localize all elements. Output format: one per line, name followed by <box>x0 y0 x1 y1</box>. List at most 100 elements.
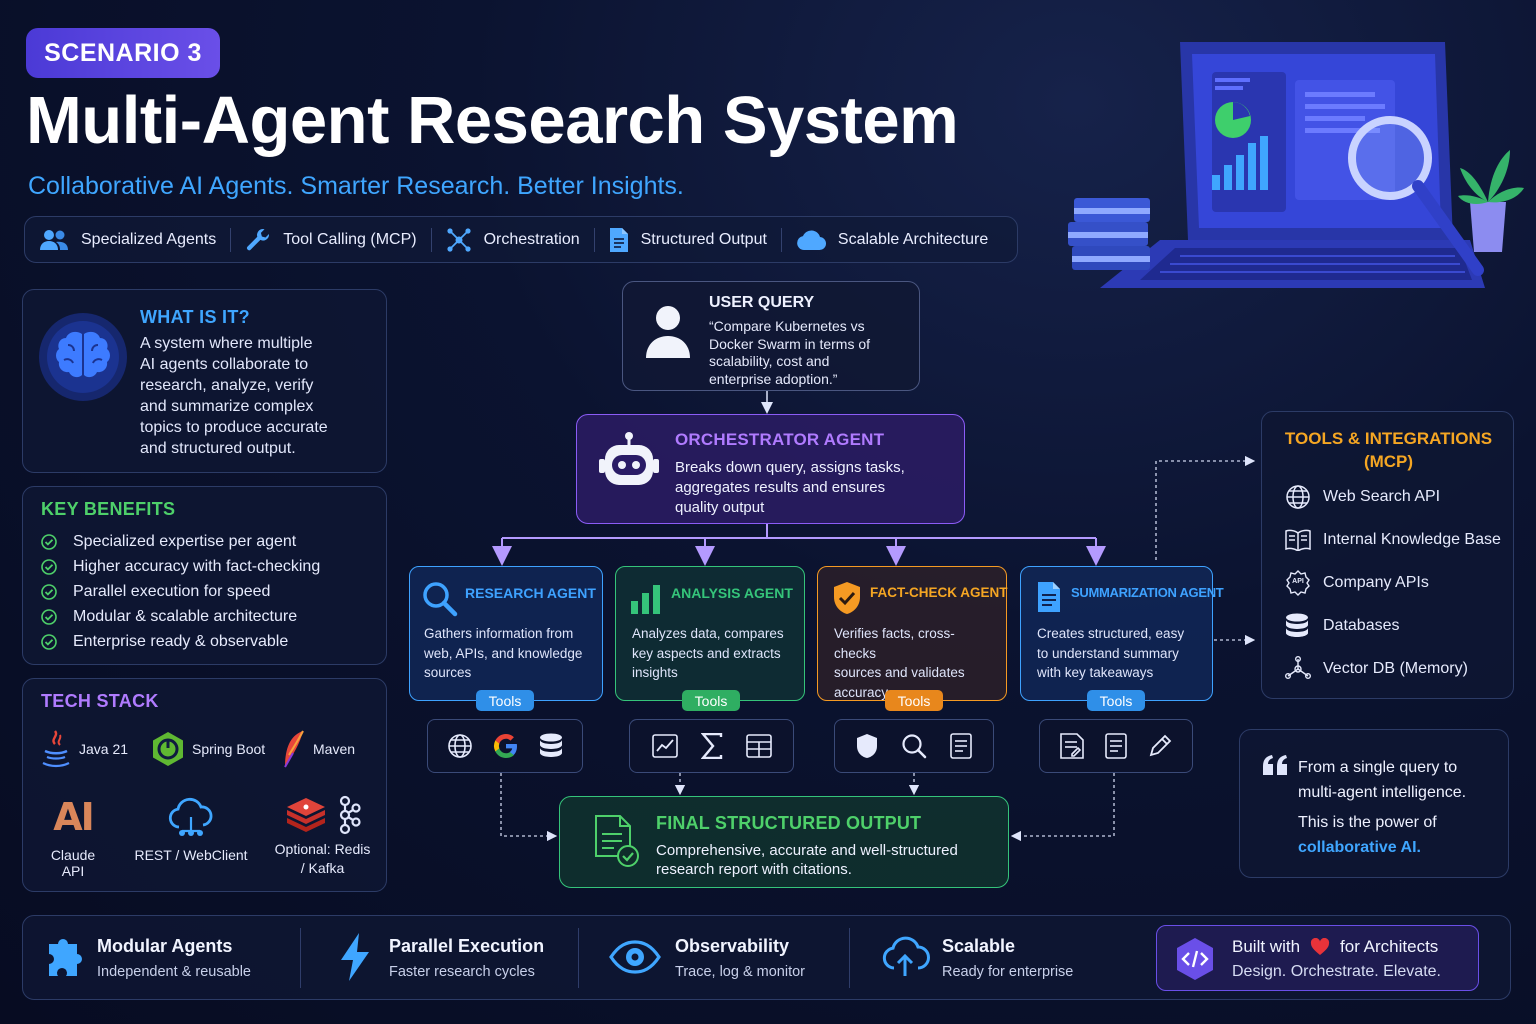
integrations-list: Web Search API Internal Knowledge Base A… <box>1285 475 1501 690</box>
feature-bar: Specialized Agents Tool Calling (MCP) Or… <box>24 216 1018 263</box>
feature-structured-output: Structured Output <box>609 227 767 253</box>
agent-title: RESEARCH AGENT <box>465 585 596 601</box>
google-icon <box>492 732 520 760</box>
anthropic-icon: AI <box>53 795 95 839</box>
check-icon <box>41 533 57 550</box>
orchestrator-title: ORCHESTRATOR AGENT <box>675 430 885 449</box>
integration-item: API Company APIs <box>1285 561 1501 604</box>
cloud-icon <box>796 229 826 251</box>
check-icon <box>41 558 57 575</box>
quote-icon <box>1262 754 1288 776</box>
code-icon <box>1175 937 1215 981</box>
java-icon <box>41 729 71 769</box>
tools-pill: Tools <box>476 690 534 711</box>
built-with-tagline: Design. Orchestrate. Elevate. <box>1232 963 1441 980</box>
document-icon <box>609 227 629 253</box>
tools-pill: Tools <box>1087 690 1145 711</box>
document-icon <box>1105 733 1127 759</box>
benefit-item: Parallel execution for speed <box>41 579 320 604</box>
divider <box>300 928 301 988</box>
feature-label: Structured Output <box>640 230 767 248</box>
user-icon <box>645 304 691 358</box>
eye-icon <box>609 940 661 974</box>
orchestrator-node: ORCHESTRATOR AGENT Breaks down query, as… <box>576 414 965 524</box>
feature-label: Scalable Architecture <box>837 230 989 248</box>
feature-label: Orchestration <box>483 230 580 248</box>
key-benefits-panel: KEY BENEFITS Specialized expertise per a… <box>22 486 387 665</box>
divider <box>780 227 782 252</box>
people-icon <box>39 229 69 251</box>
analysis-tools <box>629 719 794 773</box>
benefit-item: Higher accuracy with fact-checking <box>41 554 320 579</box>
shield-icon <box>856 733 878 759</box>
summarization-tools <box>1039 719 1193 773</box>
feature-tool-calling: Tool Calling (MCP) <box>245 227 417 253</box>
final-output-description: Comprehensive, accurate and well-structu… <box>656 842 958 878</box>
cloud-network-icon <box>128 795 254 839</box>
robot-icon <box>599 431 659 493</box>
check-icon <box>41 633 57 650</box>
laptop-illustration <box>1060 30 1530 300</box>
feature-scalable-architecture: Scalable Architecture <box>796 229 988 251</box>
built-with-card: Built with for Architects Design. Orches… <box>1156 925 1479 991</box>
final-output-title: FINAL STRUCTURED OUTPUT <box>656 813 922 833</box>
heart-icon <box>1310 938 1330 956</box>
database-icon <box>1285 613 1311 639</box>
tools-pill: Tools <box>885 690 943 711</box>
integration-item: Internal Knowledge Base <box>1285 518 1501 561</box>
feature-label: Tool Calling (MCP) <box>283 230 417 248</box>
agent-title: ANALYSIS AGENT <box>671 585 793 601</box>
tech-stack-panel: TECH STACK Java 21 Spring Boot Maven AI … <box>22 678 387 892</box>
vector-graph-icon <box>1285 655 1311 682</box>
agent-title: SUMMARIZATION AGENT <box>1071 585 1224 600</box>
fact-check-tools <box>834 719 994 773</box>
document-icon <box>1037 581 1061 613</box>
check-icon <box>41 583 57 600</box>
check-icon <box>41 608 57 625</box>
what-is-it-title: WHAT IS IT? <box>140 307 250 327</box>
research-tools <box>427 719 583 773</box>
built-with-text: Built with for Architects <box>1232 937 1439 956</box>
benefit-item: Modular & scalable architecture <box>41 604 320 629</box>
tech-rest-webclient: REST / WebClient <box>128 795 254 863</box>
sigma-icon <box>700 733 723 759</box>
page-title: Multi-Agent Research System <box>26 83 959 158</box>
book-icon <box>1285 529 1311 551</box>
tech-java: Java 21 <box>41 729 128 769</box>
wrench-icon <box>245 227 271 253</box>
orchestrator-description: Breaks down query, assigns tasks,aggrega… <box>675 459 905 516</box>
tech-stack-title: TECH STACK <box>41 691 159 711</box>
bar-chart-icon <box>630 583 662 615</box>
integration-item: Databases <box>1285 604 1501 647</box>
fact-check-agent-node: FACT-CHECK AGENT Verifies facts, cross-c… <box>817 566 1008 701</box>
tech-maven: Maven <box>281 729 355 769</box>
divider <box>230 227 232 252</box>
user-query-title: USER QUERY <box>709 294 815 311</box>
notes-icon <box>1060 733 1085 759</box>
benefit-item: Specialized expertise per agent <box>41 529 320 554</box>
tech-spring-boot: Spring Boot <box>150 731 265 767</box>
integration-item: Vector DB (Memory) <box>1285 647 1501 690</box>
tools-pill: Tools <box>682 690 740 711</box>
line-chart-icon <box>651 734 678 758</box>
api-icon: API <box>1285 569 1311 596</box>
summarization-agent-node: SUMMARIZATION AGENT Creates structured, … <box>1020 566 1224 701</box>
globe-icon <box>447 733 473 759</box>
cloud-upload-icon <box>880 936 930 978</box>
quote-text: From a single query to multi-agent intel… <box>1298 759 1467 856</box>
divider <box>430 227 432 252</box>
key-benefits-title: KEY BENEFITS <box>41 499 176 519</box>
